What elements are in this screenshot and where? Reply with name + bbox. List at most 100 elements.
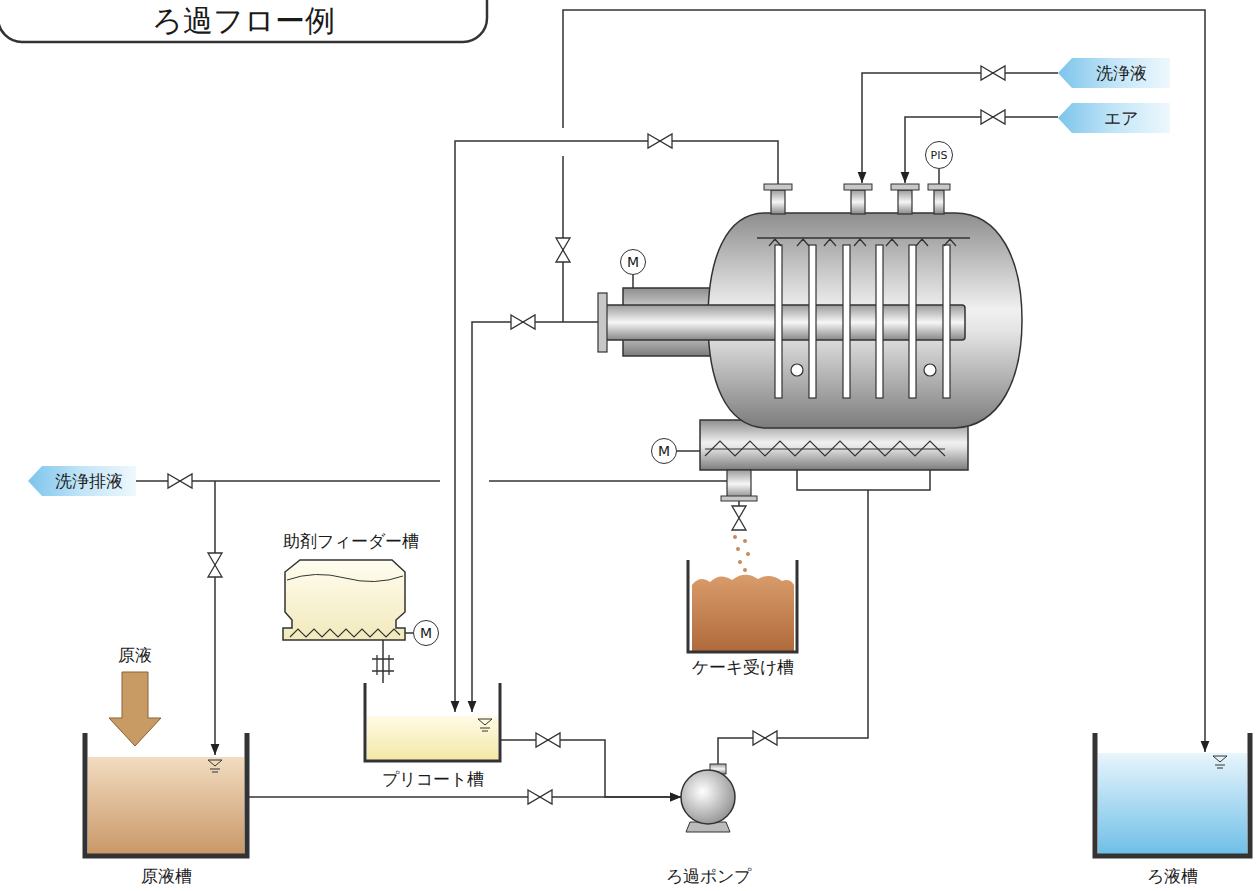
cake-particle — [746, 552, 750, 556]
pipe-group — [136, 10, 1205, 766]
spray-nozzles — [769, 239, 956, 246]
filter-disc — [809, 245, 816, 398]
title-holder: ろ過フロー例 — [0, 1, 487, 40]
tank-heading: プリコート槽 — [382, 769, 484, 789]
heading-holder: プリコート槽 — [382, 768, 484, 790]
symbol-letter: M — [658, 444, 670, 458]
drain-nozzle — [727, 470, 751, 498]
spray-header — [757, 237, 970, 239]
cake-particle — [738, 560, 742, 564]
pipe — [738, 501, 740, 506]
drain-flange — [721, 496, 757, 501]
valve-symbol — [168, 474, 192, 488]
tank-heading: ろ過ポンプ — [666, 866, 751, 886]
instrument-link — [938, 169, 940, 184]
precoat-tank-wall — [365, 683, 500, 761]
pipe — [862, 73, 1058, 183]
nozzle — [851, 190, 865, 214]
valve-symbol — [648, 134, 672, 148]
filter-discs — [775, 245, 950, 398]
filtrate-tank-wall — [1095, 733, 1250, 856]
filter-disc — [909, 245, 916, 398]
motor-symbol: M — [620, 249, 646, 275]
level-mark — [1213, 756, 1227, 768]
pipe — [905, 117, 1058, 183]
shaft-flange — [598, 293, 607, 352]
precoat-tank: プリコート槽 — [365, 683, 500, 761]
nozzle-flange — [844, 184, 872, 190]
tag-text: 洗浄液 — [1096, 62, 1147, 84]
filter-disc — [943, 245, 950, 398]
tank-heading: 助剤フィーダー槽 — [283, 531, 419, 551]
falling-cake — [733, 535, 750, 572]
pipe-connector — [500, 740, 681, 797]
rotary-valve — [372, 655, 394, 675]
cake-particle — [733, 535, 737, 539]
cake-particle — [743, 568, 747, 572]
raw-tank-wall — [85, 733, 247, 856]
pipe-connector — [382, 640, 384, 683]
valve-symbol — [981, 66, 1005, 80]
nozzle-flange — [764, 184, 792, 190]
nozzle-flange — [928, 184, 950, 190]
pipe — [563, 10, 1205, 752]
pipe — [472, 322, 598, 712]
motor-link — [677, 450, 700, 452]
raw-liquid-tank: 原液槽 — [85, 733, 247, 856]
symbol-letter: M — [420, 626, 432, 640]
nozzle — [898, 190, 912, 214]
filter-disc — [876, 245, 883, 398]
tank-heading: 原液槽 — [141, 866, 192, 886]
tank-heading: ろ液槽 — [1147, 866, 1198, 886]
motor-link — [405, 632, 413, 634]
motor-symbol: M — [413, 620, 439, 646]
feed-port — [924, 364, 936, 376]
filter-disc — [775, 245, 782, 398]
raw-liquid — [88, 757, 244, 854]
filtrate-tank: ろ液槽 — [1095, 733, 1250, 856]
valve-symbol — [556, 238, 570, 262]
heading-holder: 原液槽 — [141, 865, 192, 887]
pipe — [489, 480, 727, 482]
symbol-letter: M — [627, 255, 639, 269]
powder-level — [287, 574, 403, 581]
heading-holder: ろ過ポンプ — [666, 865, 751, 887]
motor-link — [632, 275, 634, 288]
tag-arrow — [1058, 58, 1170, 88]
cake-pile — [692, 575, 794, 651]
feeder-hopper — [283, 560, 405, 640]
pump-casing — [681, 770, 735, 824]
instrument-bubble: PIS — [925, 141, 953, 169]
flow-label: 原液 — [118, 645, 152, 665]
valve-symbol — [208, 553, 222, 577]
tag-arrow — [1058, 103, 1170, 133]
label-holder: 原液 — [118, 644, 152, 666]
inflow-arrow — [109, 672, 161, 746]
screw-shaft — [705, 449, 945, 450]
symbol-letter: PIS — [931, 150, 948, 161]
tank-heading: ケーキ受け槽 — [692, 657, 794, 677]
valve-symbol — [528, 790, 552, 804]
precoat-liquid — [367, 716, 498, 760]
heading-holder: 助剤フィーダー槽 — [283, 530, 419, 552]
tag-text: 洗浄排液 — [55, 470, 123, 492]
level-mark — [478, 719, 492, 731]
level-mark — [208, 760, 222, 772]
discharge-tag: 洗浄排液 — [28, 466, 136, 496]
supply-tag: 洗浄液 — [1058, 58, 1170, 88]
feeder-tank: 助剤フィーダー槽 — [283, 557, 405, 640]
screw-conveyor — [705, 441, 945, 456]
diagram-title: ろ過フロー例 — [152, 3, 335, 38]
motor-symbol: M — [651, 438, 677, 464]
valve-symbol — [981, 110, 1005, 124]
pipe — [214, 481, 216, 755]
valve-symbol — [732, 506, 746, 530]
heading-holder: ろ液槽 — [1147, 865, 1198, 887]
feeder-screw — [290, 629, 400, 637]
valve-symbol — [536, 733, 560, 747]
valves — [168, 66, 1005, 804]
tag-arrow — [28, 466, 136, 496]
